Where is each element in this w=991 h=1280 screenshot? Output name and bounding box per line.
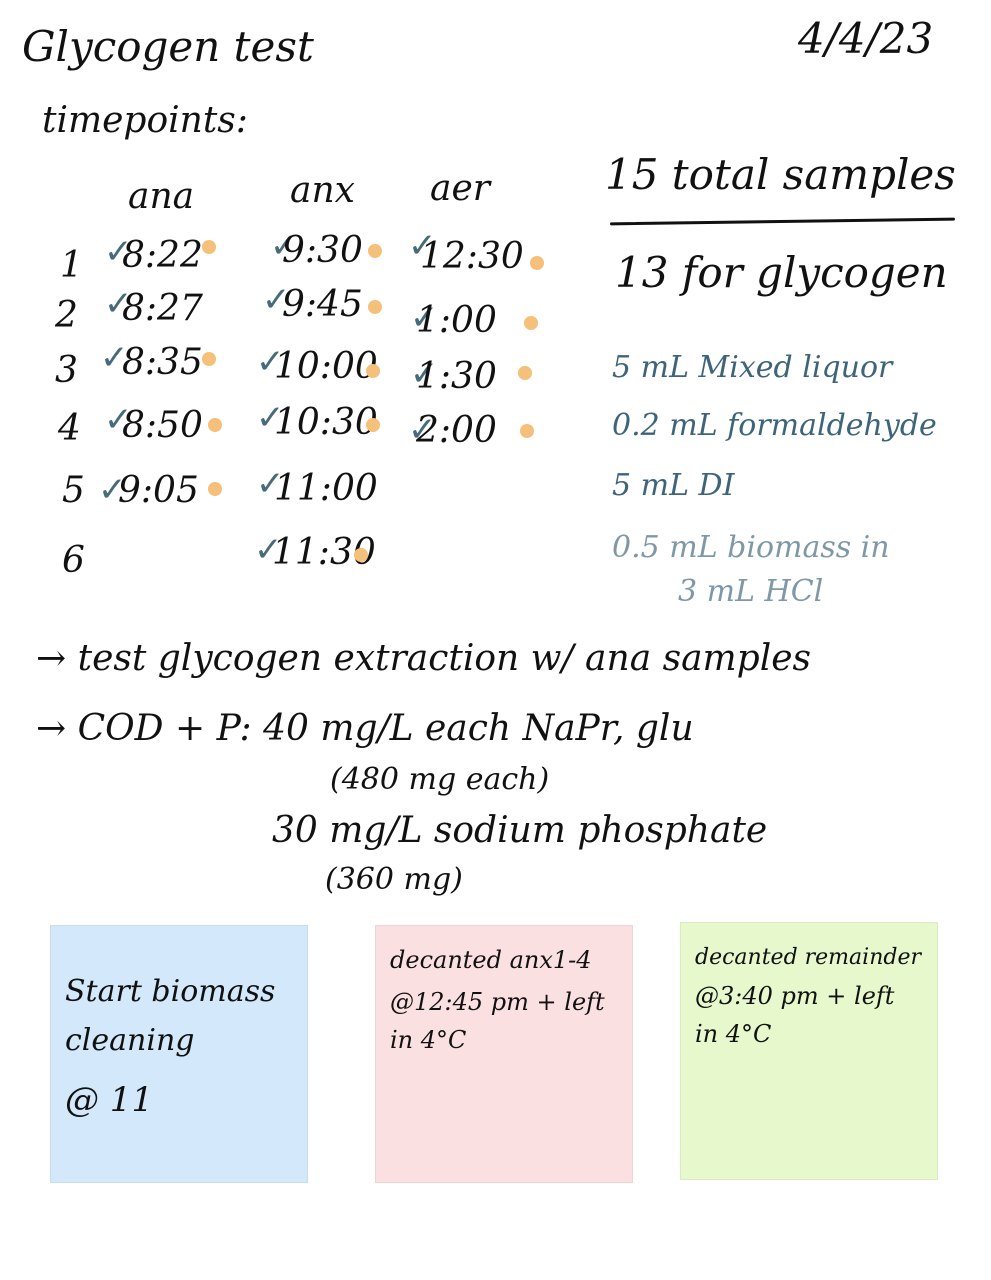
ana-time: 8:22 <box>122 235 203 276</box>
checkmark-icon: ✓ <box>104 284 133 324</box>
sample-dot-icon <box>368 300 382 314</box>
sticky-note-pink: decanted anx1-4 @12:45 pm + left in 4°C <box>375 925 633 1183</box>
sample-dot-icon <box>354 548 368 562</box>
sample-dot-icon <box>520 424 534 438</box>
sample-dot-icon <box>208 482 222 496</box>
sticky-note-blue: Start biomass cleaning @ 11 <box>50 925 308 1183</box>
sticky-note-green: decanted remainder @3:40 pm + left in 4°… <box>680 922 938 1180</box>
sample-dot-icon <box>524 316 538 330</box>
checkmark-icon: ✓ <box>270 226 299 266</box>
checkmark-icon: ✓ <box>98 470 127 510</box>
anx-time: 10:00 <box>274 346 378 387</box>
aer-time: 12:30 <box>420 236 524 277</box>
column-header-ana: ana <box>128 176 195 217</box>
recipe-line: 0.5 mL biomass in <box>612 530 890 565</box>
note-phosphate: 30 mg/L sodium phosphate <box>272 810 768 851</box>
sticky-line: @12:45 pm + left <box>390 988 605 1016</box>
recipe-line: 5 mL Mixed liquor <box>612 350 893 385</box>
ana-time: 9:05 <box>118 470 199 511</box>
sticky-line: @ 11 <box>65 1080 154 1120</box>
checkmark-icon: ✓ <box>408 226 437 266</box>
anx-time: 9:45 <box>282 284 363 325</box>
note-phosphate-amount: (360 mg) <box>325 862 463 897</box>
anx-time: 9:30 <box>282 230 363 271</box>
checkmark-icon: ✓ <box>104 232 133 272</box>
row-number: 1 <box>60 245 83 286</box>
sample-dot-icon <box>208 418 222 432</box>
row-number: 2 <box>55 295 78 336</box>
checkmark-icon: ✓ <box>256 398 285 438</box>
anx-time: 11:00 <box>274 468 378 509</box>
note-amount: (480 mg each) <box>330 762 550 797</box>
sticky-line: @3:40 pm + left <box>695 982 895 1010</box>
total-samples: 15 total samples <box>605 150 956 199</box>
note-cod-p: → COD + P: 40 mg/L each NaPr, glu <box>36 708 694 749</box>
aer-time: 2:00 <box>416 410 497 451</box>
sticky-line: cleaning <box>65 1023 195 1058</box>
sticky-line: decanted remainder <box>695 945 921 970</box>
sticky-line: Start biomass <box>65 974 276 1009</box>
ana-time: 8:50 <box>122 405 203 446</box>
glycogen-samples: 13 for glycogen <box>615 248 948 297</box>
recipe-line: 5 mL DI <box>612 468 735 503</box>
recipe-line: 3 mL HCl <box>678 574 824 609</box>
column-header-aer: aer <box>430 168 490 209</box>
row-number: 4 <box>58 408 81 449</box>
sample-dot-icon <box>202 352 216 366</box>
anx-time: 10:30 <box>274 402 378 443</box>
checkmark-icon: ✓ <box>100 338 129 378</box>
aer-time: 1:30 <box>416 356 497 397</box>
page-title: Glycogen test <box>22 22 314 71</box>
row-number: 6 <box>62 540 85 581</box>
summary-divider <box>609 217 956 226</box>
checkmark-icon: ✓ <box>254 530 283 570</box>
checkmark-icon: ✓ <box>408 410 437 450</box>
checkmark-icon: ✓ <box>256 464 285 504</box>
sample-dot-icon <box>518 366 532 380</box>
aer-time: 1:00 <box>416 300 497 341</box>
checkmark-icon: ✓ <box>410 298 439 338</box>
page-date: 4/4/23 <box>798 14 934 63</box>
sample-dot-icon <box>366 418 380 432</box>
recipe-line: 0.2 mL formaldehyde <box>612 408 937 443</box>
checkmark-icon: ✓ <box>410 354 439 394</box>
sticky-line: in 4°C <box>390 1026 467 1054</box>
sample-dot-icon <box>530 256 544 270</box>
ana-time: 8:35 <box>122 342 203 383</box>
sticky-line: in 4°C <box>695 1020 772 1048</box>
ana-time: 8:27 <box>122 288 203 329</box>
sample-dot-icon <box>202 240 216 254</box>
row-number: 3 <box>55 350 78 391</box>
sample-dot-icon <box>368 244 382 258</box>
sticky-line: decanted anx1-4 <box>390 946 592 974</box>
checkmark-icon: ✓ <box>262 280 291 320</box>
timepoints-label: timepoints: <box>42 100 248 141</box>
column-header-anx: anx <box>290 170 355 211</box>
sample-dot-icon <box>366 364 380 378</box>
row-number: 5 <box>62 470 85 511</box>
note-extraction: → test glycogen extraction w/ ana sample… <box>36 638 812 679</box>
checkmark-icon: ✓ <box>104 400 133 440</box>
checkmark-icon: ✓ <box>256 342 285 382</box>
